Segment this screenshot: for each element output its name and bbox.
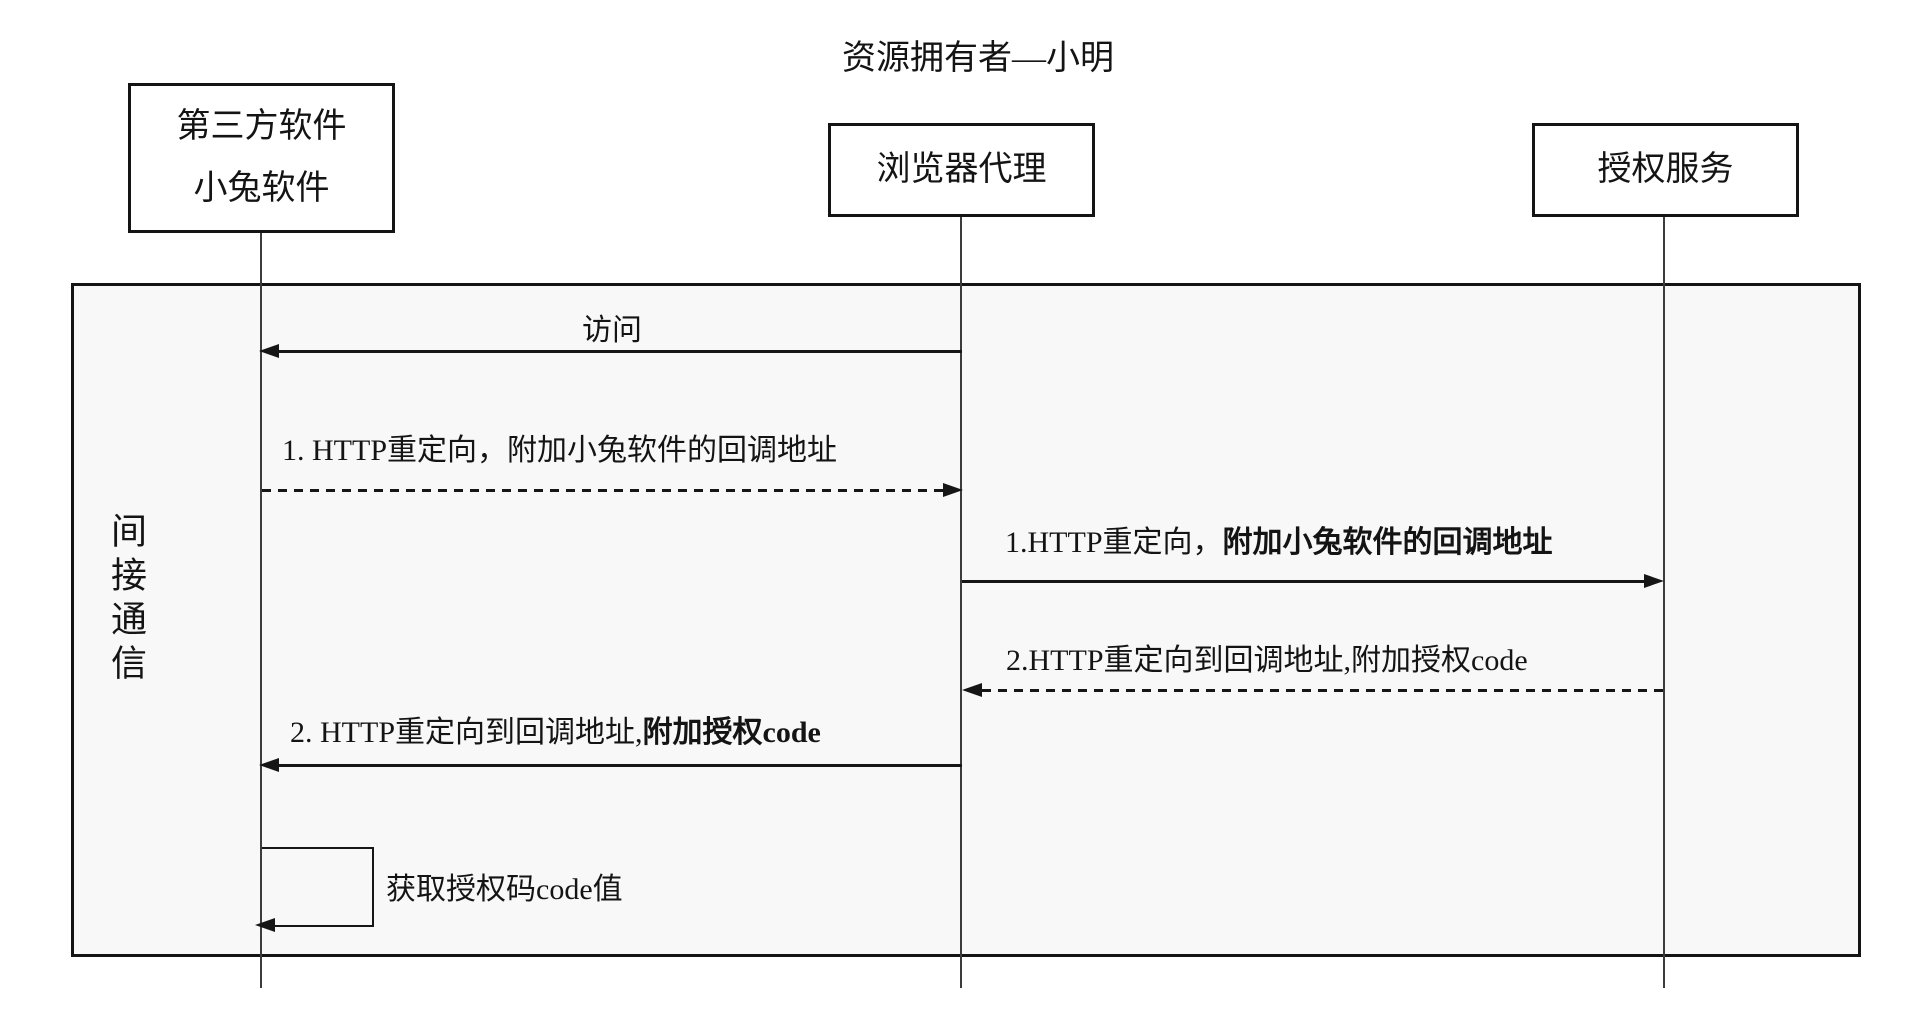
message-line-redirect-1-callback bbox=[262, 489, 944, 492]
actor-label: 小兔软件 bbox=[193, 170, 330, 207]
actor-label: 浏览器代理 bbox=[876, 151, 1047, 188]
arrowhead-left-icon bbox=[255, 918, 275, 932]
message-label-redirect-2-to-third-party: 2. HTTP重定向到回调地址,附加授权code bbox=[290, 715, 821, 751]
message-line-redirect-2-with-code bbox=[982, 689, 1664, 692]
frame-label: 间接通信 bbox=[106, 512, 146, 688]
self-message-box bbox=[262, 847, 374, 927]
lifeline-third-party bbox=[260, 233, 262, 988]
arrowhead-left-icon bbox=[962, 683, 982, 697]
interaction-frame bbox=[71, 283, 1861, 957]
message-label-visit: 访问 bbox=[582, 314, 642, 347]
actor-box-third-party: 第三方软件 小兔软件 bbox=[128, 83, 395, 233]
message-label-bold: 附加小兔软件的回调地址 bbox=[1222, 526, 1553, 559]
message-label-redirect-2-with-code: 2.HTTP重定向到回调地址,附加授权code bbox=[1006, 644, 1528, 677]
message-label-prefix: 2. HTTP重定向到回调地址, bbox=[290, 716, 643, 749]
message-label-redirect-1-to-auth: 1.HTTP重定向，附加小兔软件的回调地址 bbox=[1005, 525, 1553, 561]
actor-box-browser-agent: 浏览器代理 bbox=[828, 123, 1095, 217]
lifeline-browser-agent bbox=[960, 217, 962, 988]
message-line-redirect-1-to-auth bbox=[962, 580, 1645, 583]
message-line-redirect-2-to-third-party bbox=[275, 764, 962, 767]
message-label-prefix: 1.HTTP重定向， bbox=[1005, 526, 1223, 559]
message-label-bold: 附加授权code bbox=[642, 716, 821, 749]
message-label-redirect-1-callback: 1. HTTP重定向，附加小兔软件的回调地址 bbox=[282, 434, 837, 467]
lifeline-auth-service bbox=[1663, 217, 1665, 988]
arrowhead-left-icon bbox=[259, 344, 279, 358]
actor-label: 第三方软件 bbox=[176, 108, 347, 145]
self-message-label: 获取授权码code值 bbox=[386, 873, 623, 906]
arrowhead-right-icon bbox=[1644, 574, 1664, 588]
arrowhead-left-icon bbox=[259, 758, 279, 772]
message-line-visit bbox=[274, 350, 962, 353]
actor-box-auth-service: 授权服务 bbox=[1532, 123, 1799, 217]
actor-label: 授权服务 bbox=[1597, 151, 1734, 188]
arrowhead-right-icon bbox=[943, 483, 963, 497]
diagram-title: 资源拥有者—小明 bbox=[842, 40, 1114, 77]
